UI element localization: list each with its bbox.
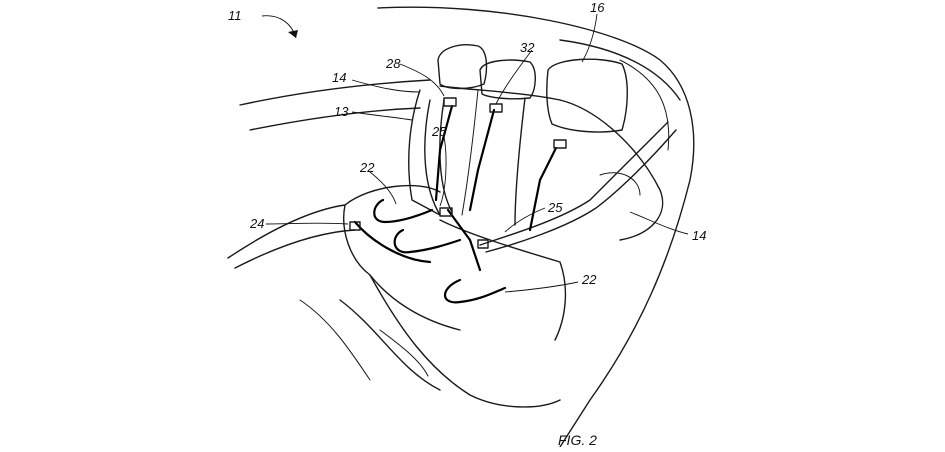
sensor-tags: [349, 97, 567, 249]
figure-caption: FIG. 2: [558, 432, 597, 447]
seat-belts: [424, 99, 677, 253]
label-wire-left: 28: [385, 56, 401, 71]
label-wire-seat-right: 25: [547, 200, 563, 215]
label-assembly: 11: [228, 8, 242, 23]
seat-cushion: [299, 184, 567, 408]
wiring-harness: [353, 104, 558, 304]
label-sensor-upper: 22: [359, 160, 375, 175]
label-harness: 24: [249, 216, 264, 231]
headrest-left: [437, 44, 488, 90]
assembly-arrow-icon: [288, 30, 298, 38]
label-wire-center: 32: [520, 40, 535, 55]
leader-lines: [261, 13, 689, 293]
headrest-right: [546, 58, 628, 133]
seat-backs: [408, 85, 664, 241]
label-headrest-top: 16: [590, 0, 605, 15]
label-belt-left: 14: [332, 70, 346, 85]
label-belt-right: 14: [692, 228, 706, 243]
label-panel: 13: [334, 104, 349, 119]
label-wire-seat-left: 25: [431, 124, 447, 139]
vehicle-body-outline: [227, 6, 695, 448]
label-sensor-lower: 22: [581, 272, 597, 287]
reference-labels: 11 16 32 28 14 13 25 22 24 25 22 14 FIG.…: [228, 0, 706, 448]
headrest-center: [479, 59, 536, 100]
